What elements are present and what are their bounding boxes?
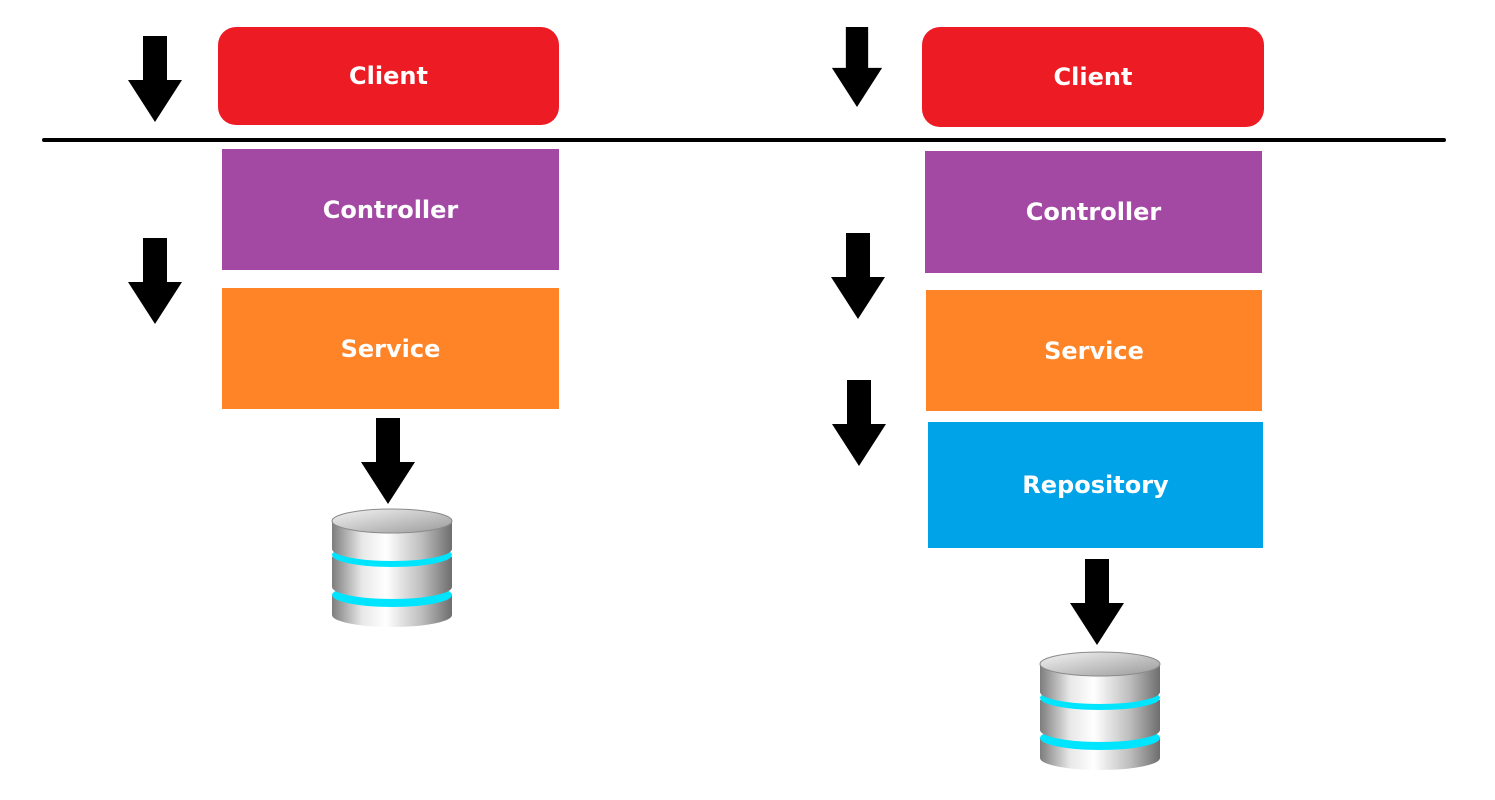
left-database-icon <box>327 507 457 633</box>
left-arrow-down-icon-2 <box>128 238 182 324</box>
right-arrow-down-icon-3 <box>832 380 886 466</box>
right-service-box: Service <box>926 290 1262 411</box>
right-controller-box: Controller <box>925 151 1262 273</box>
left-client-box: Client <box>218 27 559 125</box>
left-arrow-down-icon-3 <box>361 418 415 504</box>
left-service-box: Service <box>222 288 559 409</box>
left-client-label: Client <box>349 62 428 90</box>
left-controller-box: Controller <box>222 149 559 270</box>
right-repository-label: Repository <box>1022 471 1169 499</box>
right-arrow-down-icon-2 <box>831 233 885 319</box>
right-repository-box: Repository <box>928 422 1263 548</box>
right-controller-label: Controller <box>1025 198 1162 226</box>
layer-divider-line <box>42 138 1446 142</box>
right-client-label: Client <box>1053 63 1133 91</box>
right-database-icon <box>1035 650 1165 776</box>
right-arrow-down-icon-4 <box>1070 559 1124 645</box>
left-controller-label: Controller <box>322 195 459 224</box>
right-client-box: Client <box>922 27 1264 127</box>
left-service-label: Service <box>340 334 441 363</box>
left-arrow-down-icon-1 <box>128 36 182 122</box>
right-arrow-down-icon-1 <box>830 27 884 107</box>
right-service-label: Service <box>1044 336 1144 365</box>
